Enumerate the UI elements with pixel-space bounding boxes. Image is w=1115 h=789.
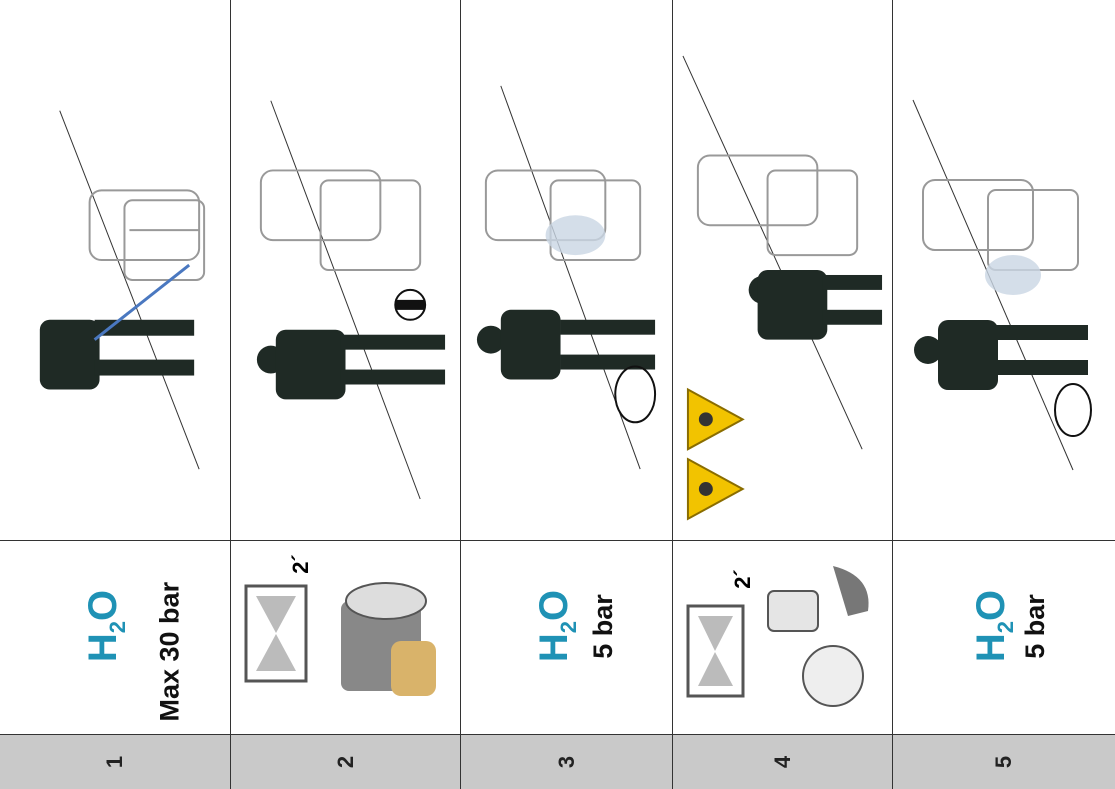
step-number-2: 2	[231, 734, 460, 789]
step-column-3: H2O 5 bar 3	[461, 0, 673, 789]
step-column-2: 2´ 2	[231, 0, 461, 789]
step-illustration-1	[0, 0, 230, 540]
pressure-label: 5 bar	[1020, 594, 1051, 659]
step-number-1: 1	[0, 734, 230, 789]
step-illustration-5	[893, 0, 1115, 540]
step-instruction-1: H2O Max 30 bar	[0, 540, 230, 736]
pressure-label: 5 bar	[588, 594, 619, 659]
protective-gear-icon	[763, 561, 883, 711]
worker-silhouette-icon	[914, 320, 1088, 390]
biohazard-warning-icon	[688, 389, 743, 449]
h2o-label: H2O	[969, 590, 1019, 662]
step-column-4: 2´ 4	[673, 0, 893, 789]
pressure-label: Max 30 bar	[155, 542, 186, 722]
pig-pen-icon	[698, 156, 857, 256]
step-number-5: 5	[893, 734, 1115, 789]
hose-coil-icon	[1055, 384, 1091, 436]
bucket-icon	[395, 290, 425, 320]
step-column-1: H2O Max 30 bar 1	[0, 0, 231, 789]
step-instruction-2: 2´	[231, 540, 460, 736]
hourglass-icon	[241, 581, 311, 686]
step-number-3: 3	[461, 734, 672, 789]
worker-silhouette-icon	[40, 320, 194, 390]
step-illustration-4	[673, 0, 892, 540]
hose-coil-icon	[615, 367, 655, 423]
step-number-4: 4	[673, 734, 892, 789]
wait-time-label: 2´	[288, 554, 314, 574]
hourglass-icon	[683, 601, 748, 701]
biohazard-warning-icon	[688, 459, 743, 519]
step-illustration-2	[231, 0, 460, 540]
step-instruction-5: H2O 5 bar	[893, 540, 1115, 736]
worker-silhouette-icon	[749, 270, 882, 340]
pig-pen-icon	[261, 170, 420, 270]
water-spray-icon	[985, 255, 1041, 295]
wait-time-label: 2´	[730, 569, 756, 589]
step-column-5: H2O 5 bar 5	[893, 0, 1115, 789]
step-illustration-3	[461, 0, 672, 540]
h2o-label: H2O	[532, 590, 582, 662]
h2o-label: H2O	[81, 590, 131, 662]
water-spray-icon	[546, 215, 606, 255]
step-instruction-4: 2´	[673, 540, 892, 736]
pig-pen-icon	[923, 180, 1078, 270]
bucket-with-sponge-icon	[331, 571, 446, 711]
step-instruction-3: H2O 5 bar	[461, 540, 672, 736]
worker-silhouette-icon	[257, 330, 445, 400]
